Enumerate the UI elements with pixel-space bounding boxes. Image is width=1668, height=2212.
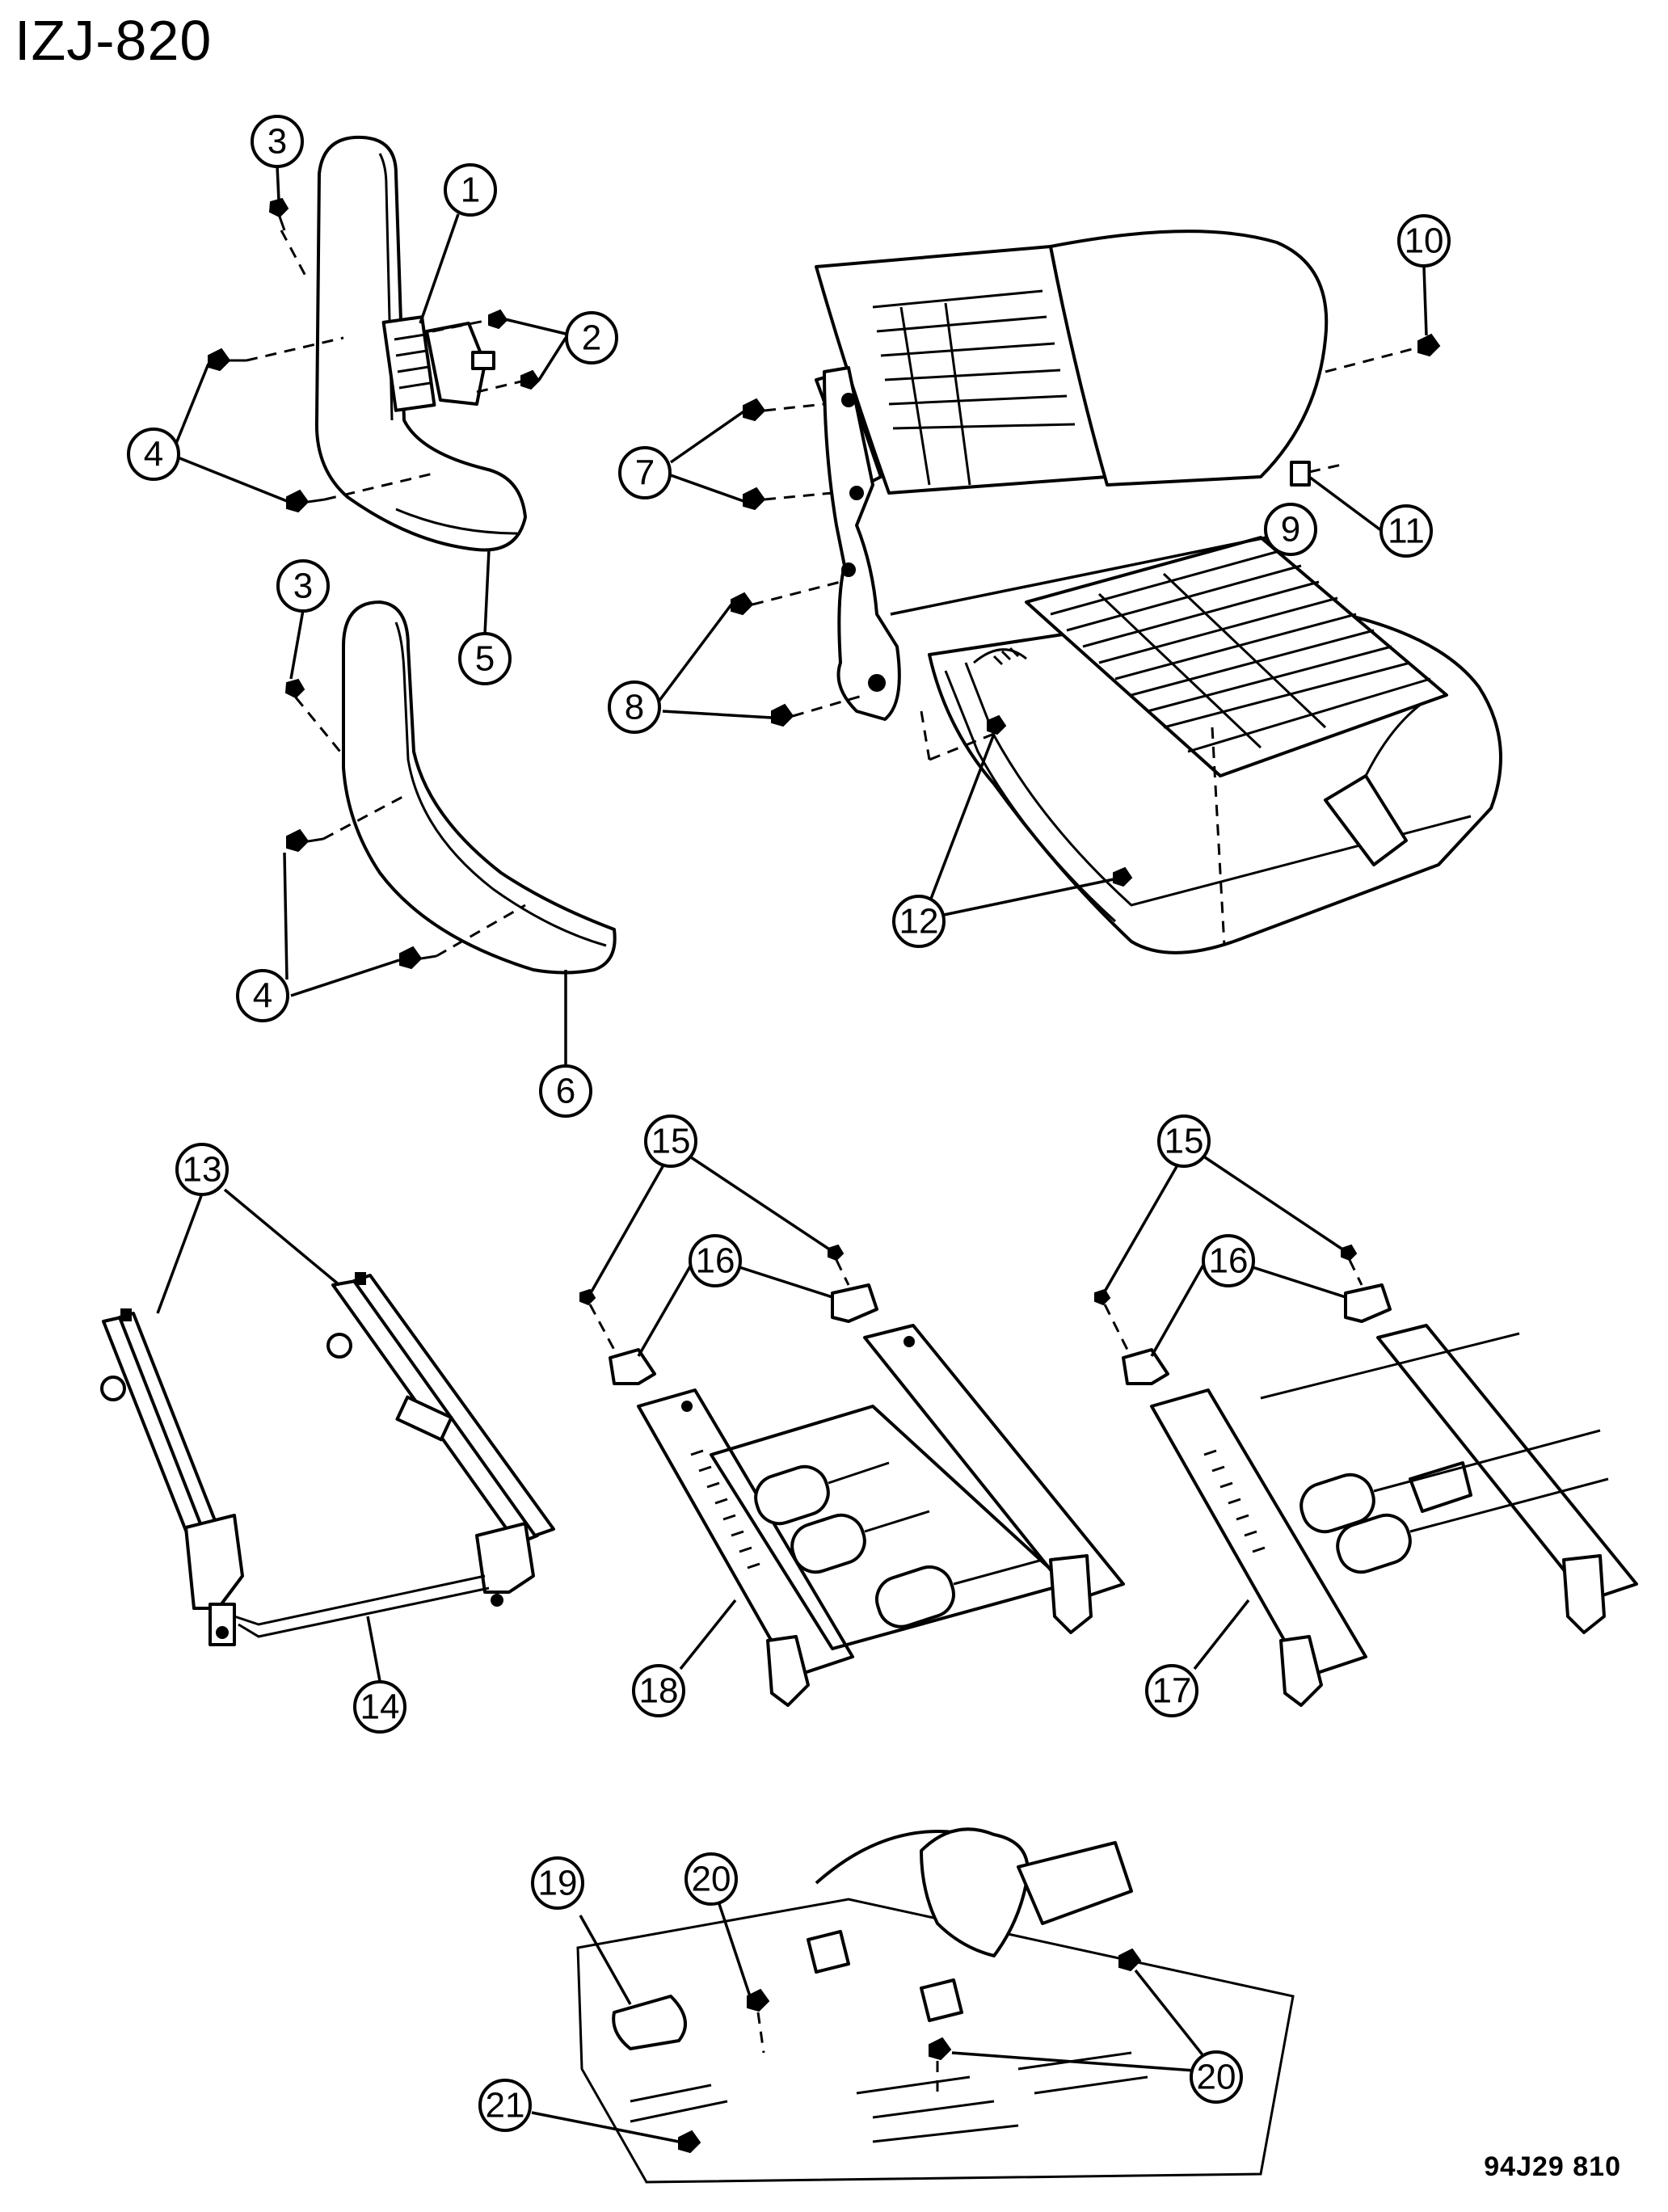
screw-7-b <box>743 487 833 511</box>
callout-21: 21 <box>478 2079 532 2132</box>
svg-text:7: 7 <box>635 453 655 493</box>
armrest-upper-part <box>314 135 527 552</box>
svg-text:17: 17 <box>1152 1671 1192 1711</box>
svg-text:20: 20 <box>692 1860 731 1899</box>
bolt-21 <box>678 2130 701 2154</box>
screw-8-b <box>771 693 866 727</box>
callout-13: 13 <box>175 1143 229 1196</box>
callout-16-left: 16 <box>689 1234 742 1287</box>
floor-mount-assembly <box>576 1827 1295 2184</box>
svg-text:6: 6 <box>556 1072 575 1111</box>
callout-19: 19 <box>531 1856 584 1910</box>
cap-15-16-left-set <box>579 1244 878 1385</box>
screw-3-lower <box>284 678 345 756</box>
callout-3-lower: 3 <box>276 559 330 613</box>
callout-20-left: 20 <box>684 1852 738 1906</box>
screw-2-a <box>432 309 508 333</box>
svg-text:14: 14 <box>360 1687 400 1727</box>
callout-14: 14 <box>353 1680 406 1734</box>
callout-9: 9 <box>1264 503 1317 556</box>
power-seat-track-4way <box>1150 1324 1638 1707</box>
svg-text:13: 13 <box>183 1150 222 1190</box>
svg-text:20: 20 <box>1197 2058 1236 2097</box>
callout-3-upper: 3 <box>251 115 304 168</box>
callout-15-left: 15 <box>644 1114 697 1168</box>
screw-8-a <box>731 580 841 616</box>
screw-2-b <box>476 369 541 394</box>
nut-12-a <box>929 714 1007 761</box>
screw-7-a <box>743 398 825 422</box>
svg-text:19: 19 <box>538 1864 578 1903</box>
armrest-lower-part <box>342 600 617 975</box>
callout-4-lower: 4 <box>236 969 289 1022</box>
callout-6: 6 <box>539 1064 592 1118</box>
svg-text:12: 12 <box>899 902 939 942</box>
callout-11: 11 <box>1379 504 1433 558</box>
callout-10: 10 <box>1397 214 1451 268</box>
svg-text:21: 21 <box>486 2086 525 2126</box>
callout-18: 18 <box>632 1664 685 1717</box>
callout-7: 7 <box>618 446 672 499</box>
svg-text:2: 2 <box>582 318 601 358</box>
screw-10 <box>1325 333 1441 373</box>
svg-text:15: 15 <box>1165 1122 1204 1161</box>
callout-4-upper: 4 <box>127 428 180 481</box>
seat-back-assembly <box>815 230 1329 495</box>
seat-cushion-frame <box>928 536 1502 954</box>
callout-12: 12 <box>892 895 946 948</box>
svg-text:11: 11 <box>1388 512 1425 551</box>
leader-lines <box>156 165 1428 2143</box>
svg-text:4: 4 <box>144 435 163 474</box>
svg-text:8: 8 <box>625 688 644 727</box>
svg-text:10: 10 <box>1405 221 1444 261</box>
svg-text:16: 16 <box>696 1241 735 1281</box>
diagram-title: IZJ-820 <box>15 9 213 72</box>
callout-20-right: 20 <box>1190 2050 1243 2104</box>
callout-2: 2 <box>565 311 618 364</box>
svg-text:1: 1 <box>461 171 480 210</box>
diagram-code: 94J29 810 <box>1484 2151 1621 2182</box>
bolt-20-c <box>929 2037 952 2093</box>
bolt-20-b <box>1118 1948 1142 1972</box>
svg-text:5: 5 <box>475 639 495 679</box>
svg-text:18: 18 <box>639 1671 679 1711</box>
clip-11 <box>1290 461 1342 487</box>
bolt-20-a <box>747 1988 770 2054</box>
screw-3-upper <box>268 197 289 231</box>
svg-text:15: 15 <box>651 1122 691 1161</box>
svg-text:3: 3 <box>267 122 287 162</box>
svg-text:16: 16 <box>1209 1241 1249 1281</box>
screw-4-lower-b <box>399 904 526 970</box>
screw-4-upper-b <box>286 471 437 513</box>
power-seat-track-6way <box>637 1324 1125 1707</box>
callout-1: 1 <box>444 163 497 217</box>
screw-4-lower-a <box>286 794 405 853</box>
callout-8: 8 <box>608 680 661 734</box>
callout-15-right: 15 <box>1157 1114 1211 1168</box>
svg-text:3: 3 <box>293 567 313 606</box>
seat-track-manual <box>100 1272 555 1646</box>
callout-16-right: 16 <box>1202 1234 1255 1287</box>
callout-5: 5 <box>458 632 512 685</box>
callout-17: 17 <box>1145 1664 1198 1717</box>
svg-text:4: 4 <box>253 976 272 1016</box>
cap-15-16-right-set <box>1094 1244 1392 1385</box>
svg-text:9: 9 <box>1281 510 1300 550</box>
nut-12-b <box>1113 866 1133 887</box>
